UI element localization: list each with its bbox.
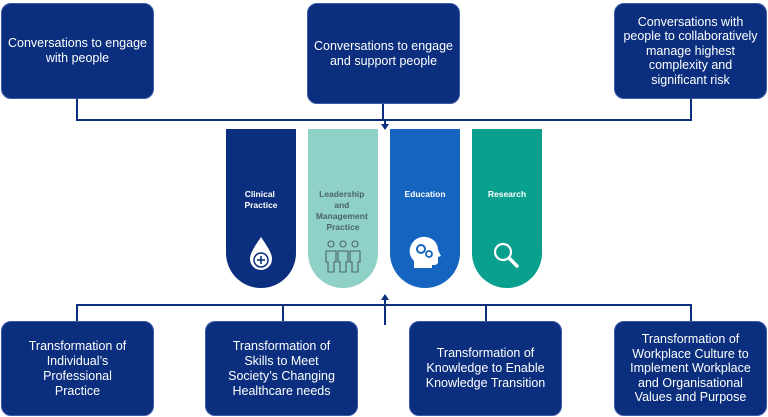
people-group-icon	[325, 240, 361, 273]
svg-text:Education: Education	[404, 189, 445, 199]
box-text: Conversations to engage with people	[8, 36, 147, 65]
pillar-label-line: Research	[488, 189, 526, 199]
svg-text:Clinical Practice: Clinical Practice	[244, 189, 277, 210]
top-box-engage: Conversations to engage with people	[1, 3, 154, 99]
top-box-collaborative-risk: Conversations with people to collaborati…	[614, 3, 767, 99]
pillar-label-line: Practice	[326, 222, 359, 232]
box-text: Conversations to engage and support peop…	[314, 38, 453, 68]
magnifier-icon	[493, 242, 519, 268]
box-text: Transformation of Skills to Meet Society…	[228, 338, 335, 398]
pillar-label-line: Education	[404, 189, 445, 199]
bottom-box-knowledge: Transformation of Knowledge to Enable Kn…	[409, 321, 562, 416]
pillar-leadership-management: Leadership and Management Practice	[308, 129, 378, 288]
bottom-box-workplace-culture: Transformation of Workplace Culture to I…	[614, 321, 767, 416]
top-connectors	[76, 98, 692, 126]
box-text: Transformation of Workplace Culture to I…	[630, 332, 751, 405]
droplet-plus-icon	[250, 237, 272, 270]
bottom-connectors	[76, 298, 692, 325]
pillar-label-line: Practice	[244, 200, 277, 210]
pillar-clinical-practice: Clinical Practice	[226, 129, 296, 288]
pillar-label-line: Clinical	[245, 189, 275, 199]
top-box-engage-support: Conversations to engage and support peop…	[307, 3, 460, 104]
head-gears-icon	[409, 236, 441, 268]
box-text: Transformation of Knowledge to Enable Kn…	[425, 346, 546, 390]
top-arrowhead	[381, 124, 389, 130]
box-text: Conversations with people to collaborati…	[623, 14, 758, 87]
pillar-research: Research	[472, 129, 542, 288]
pillar-label-line: Management	[316, 211, 368, 221]
svg-text:Leadership and Man: Leadership and Management Practice	[316, 189, 370, 232]
bottom-box-skills: Transformation of Skills to Meet Society…	[205, 321, 358, 416]
svg-text:Research: Research	[488, 189, 526, 199]
pillar-label-line: and	[334, 200, 349, 210]
bottom-box-individual-practice: Transformation of Individual’s Professio…	[1, 321, 154, 416]
pillar-label-line: Leadership	[319, 189, 364, 199]
box-text: Transformation of Individual’s Professio…	[28, 338, 127, 398]
pillar-education: Education	[390, 129, 460, 288]
bottom-arrowhead	[381, 294, 389, 300]
